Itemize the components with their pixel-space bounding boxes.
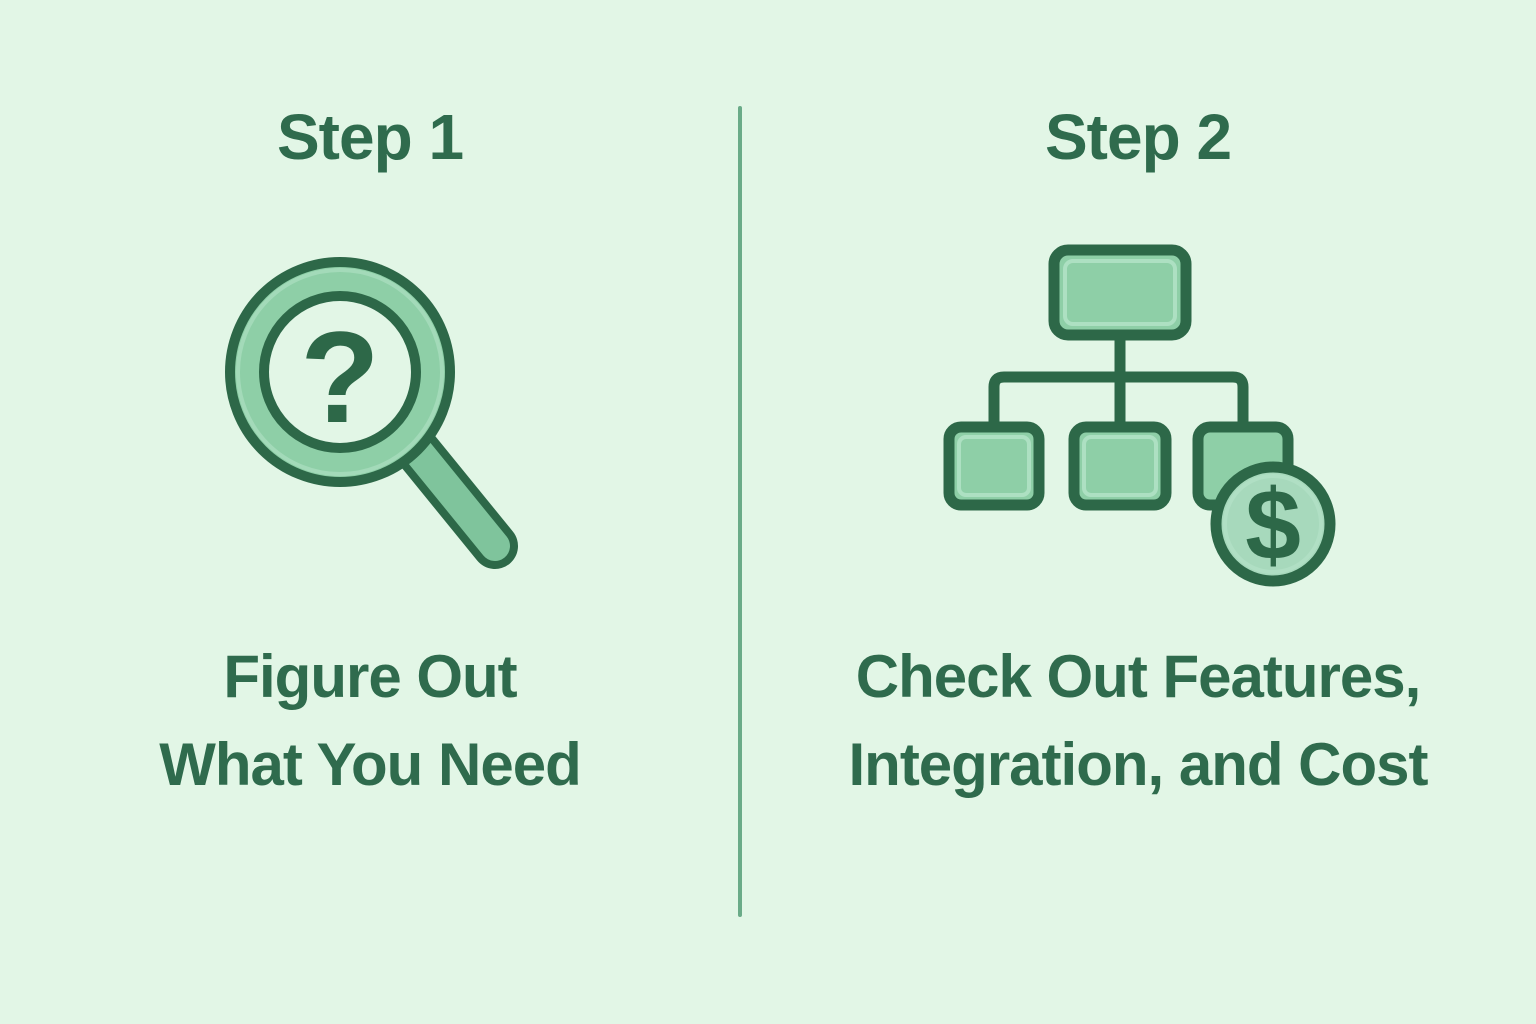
caption-line: What You Need: [159, 731, 581, 798]
step-1-panel: Step 1 ? Figure Out What You Need: [0, 0, 740, 1024]
magnifier-ring-highlight: [236, 268, 444, 476]
step-2-panel: Step 2 $ Check Out Features,: [740, 0, 1536, 1024]
dollar-sign-glyph: $: [1245, 469, 1301, 581]
step-1-title: Step 1: [276, 101, 464, 173]
org-chart-top-node-highlight: [1062, 258, 1177, 326]
vertical-divider: [738, 106, 742, 917]
magnifier-question-icon: ?: [225, 257, 518, 569]
org-chart-child-highlight: [956, 434, 1031, 497]
step-2-icon-area: $: [740, 228, 1536, 600]
org-chart-connectors: [988, 329, 1248, 432]
org-chart-top-node: [1048, 244, 1191, 340]
question-mark-glyph: ?: [300, 304, 379, 450]
org-chart-child-node: [943, 421, 1044, 510]
dollar-coin-highlight: [1222, 473, 1323, 574]
step-1-caption: Figure Out What You Need: [0, 633, 740, 809]
caption-line: Check Out Features,: [855, 643, 1422, 710]
step-2-caption: Check Out Features, Integration, and Cos…: [740, 633, 1536, 809]
magnifier-handle: [397, 429, 510, 561]
caption-line: Figure Out: [223, 643, 517, 710]
org-chart-child-highlight: [1081, 434, 1158, 497]
caption-line: Integration, and Cost: [848, 731, 1429, 798]
org-chart-child-node: [1068, 421, 1171, 510]
dollar-coin: [1210, 461, 1335, 586]
step-1-icon-area: ?: [0, 228, 740, 600]
magnifier-lens: [259, 291, 421, 453]
org-chart-dollar-icon: $: [943, 244, 1335, 586]
step-2-title: Step 2: [1044, 101, 1232, 173]
